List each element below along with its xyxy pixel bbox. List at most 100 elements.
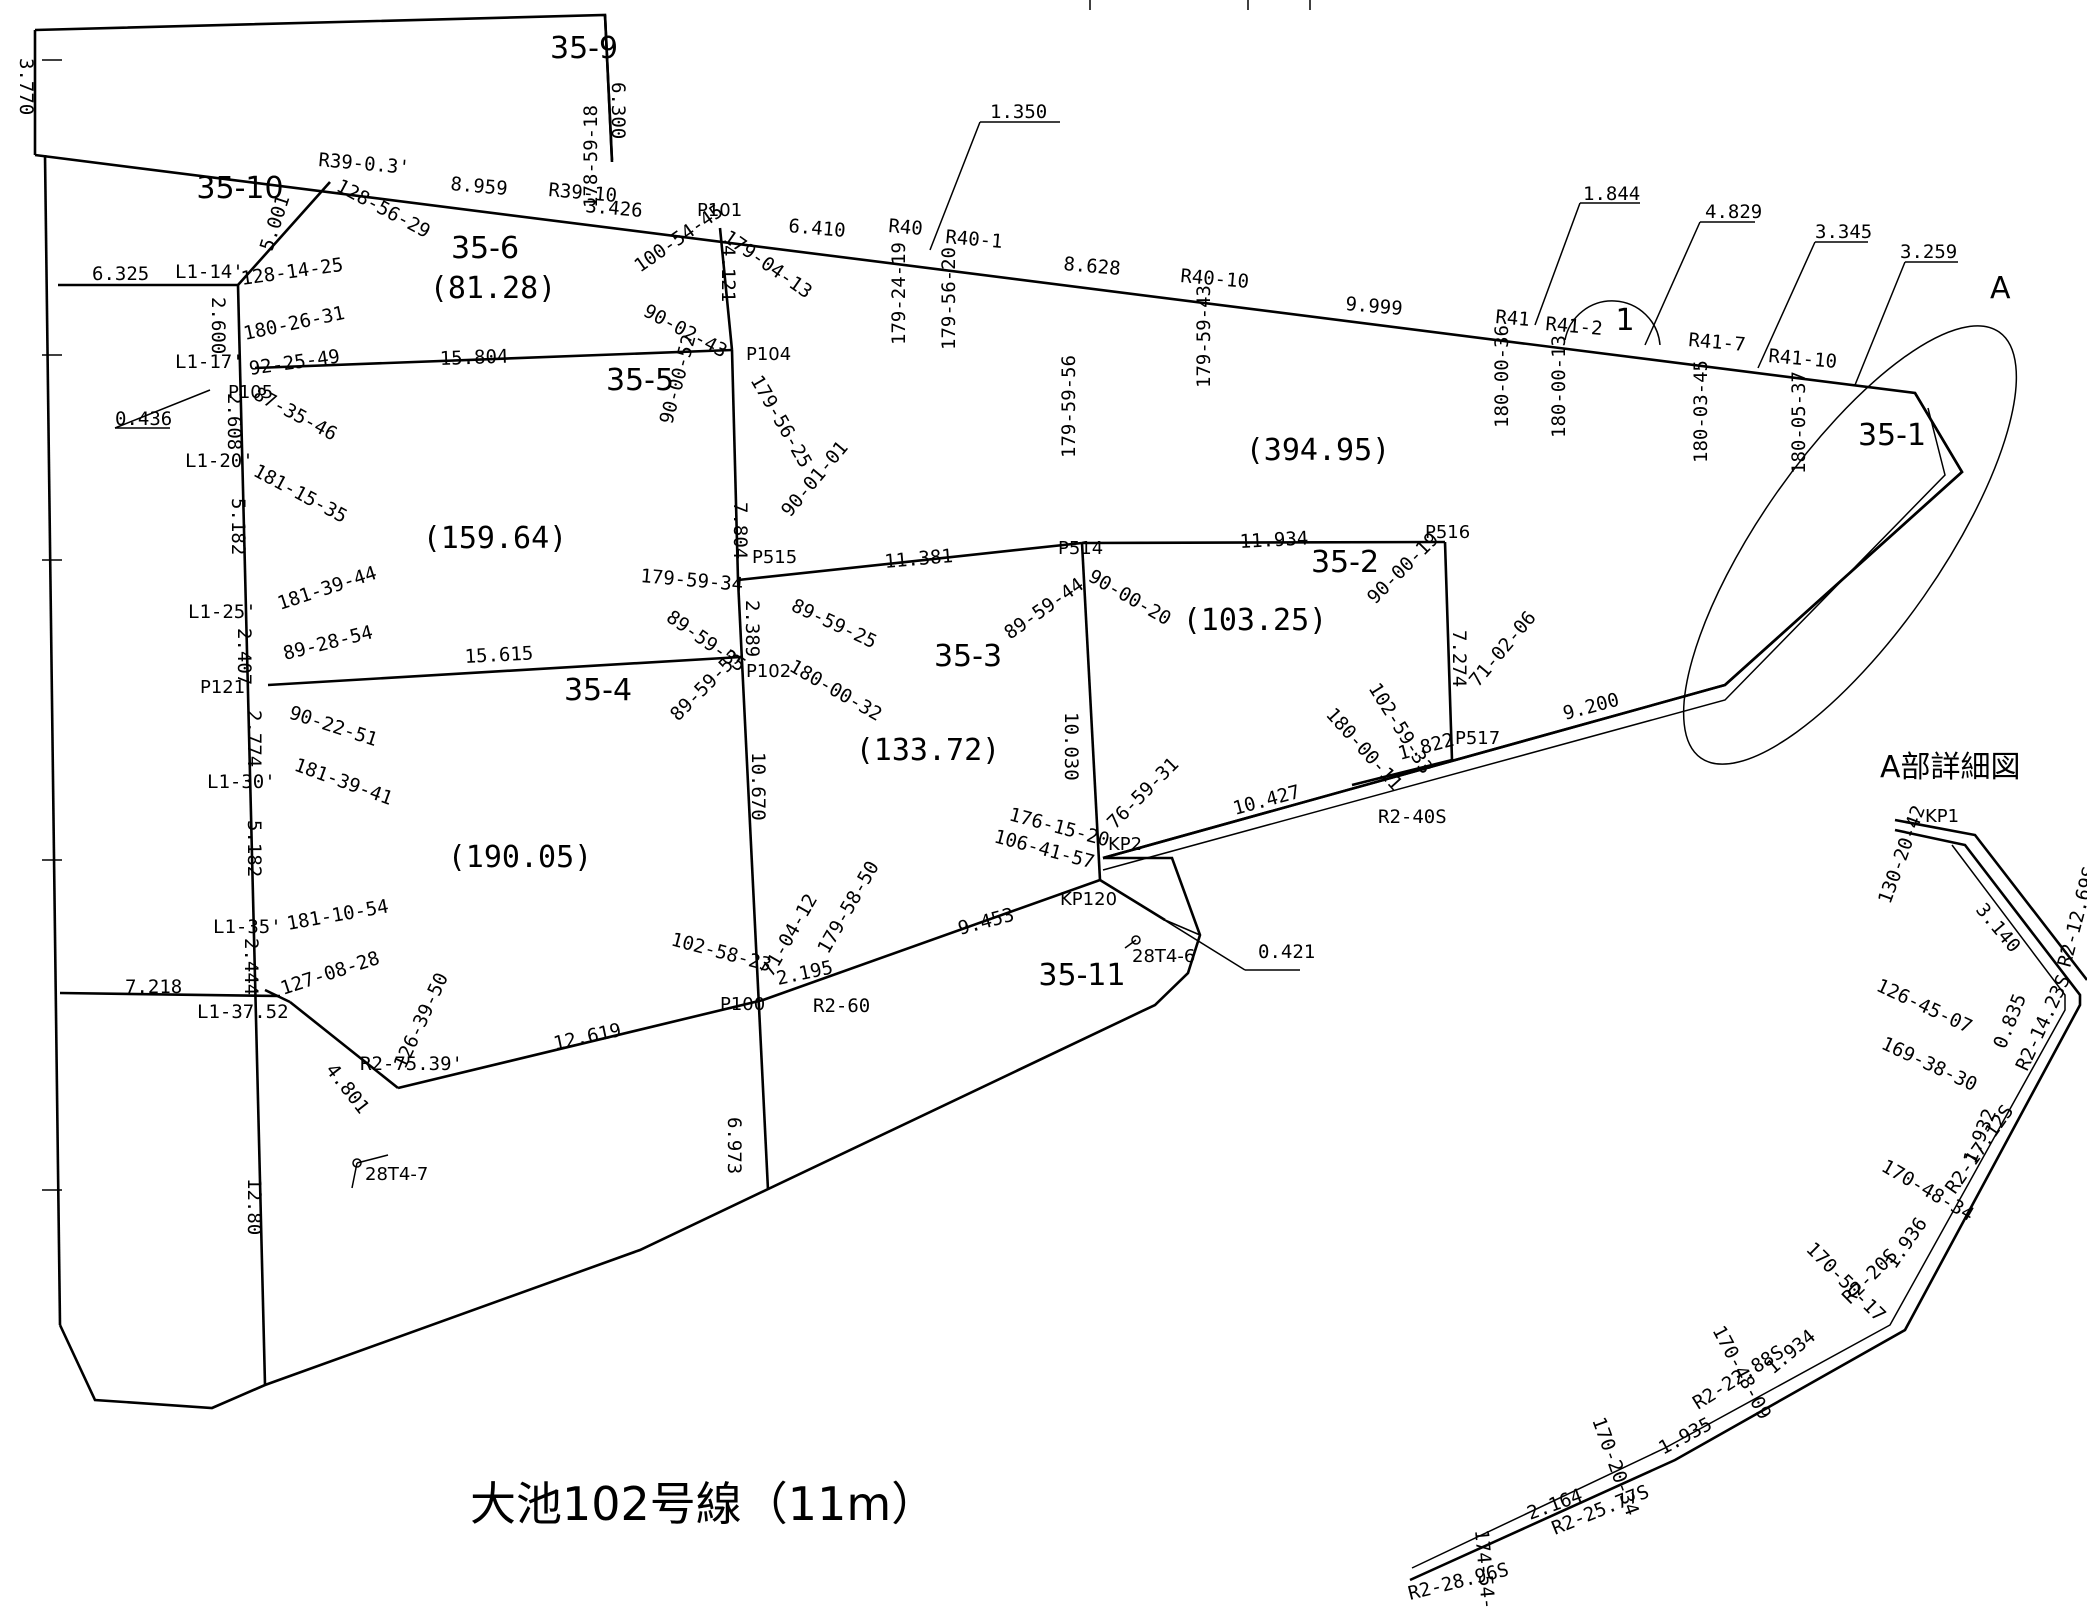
road-label: L1-25': [188, 601, 257, 623]
boundary-line: [43, 154, 62, 1326]
detail-marker-label: A: [1990, 271, 2011, 306]
boundary-line: [762, 878, 1101, 1002]
road-label: R40-1: [945, 226, 1004, 253]
boundary-line: [397, 998, 764, 1090]
boundary-line: [718, 227, 734, 351]
arc-line: [1564, 300, 1661, 346]
angle-label: 90-00-20: [1085, 565, 1175, 630]
point-label: P101: [697, 200, 742, 221]
boundary-line: [603, 14, 614, 161]
angle-label: 71-02-06: [1465, 607, 1541, 691]
boundary-line: [736, 579, 770, 1191]
angle-label: 180-26-31: [241, 302, 346, 345]
distance-label: 8.628: [1063, 253, 1122, 280]
angle-label: 181-10-54: [285, 895, 390, 935]
distance-label: 10.427: [1231, 781, 1303, 820]
parcel-label: 1: [1615, 303, 1634, 338]
leader-line: [1854, 261, 1906, 386]
angle-label: 179-59-34: [640, 565, 744, 596]
boundary-line: [254, 348, 733, 370]
road-label: L1-14': [175, 261, 244, 283]
leader-line: [929, 121, 981, 251]
angle-label: 89-59-53: [666, 645, 746, 725]
angle-label: 128-56-29: [333, 175, 434, 243]
boundary-line: [1351, 758, 1453, 787]
distance-label: 2.774: [243, 710, 265, 767]
road-curve-inner: [1102, 407, 1946, 871]
distance-label: 12.80: [243, 1178, 265, 1235]
benchmark-marker: [1131, 935, 1141, 945]
parcel-area: (103.25): [1183, 603, 1328, 638]
road-label: R41-10: [1768, 345, 1838, 373]
road-label: R41: [1495, 306, 1531, 331]
distance-label: 10.670: [747, 752, 769, 821]
distance-label: 5.182: [227, 498, 249, 555]
angle-label: 76-59-31: [1103, 753, 1183, 833]
detail-outer-line: [1894, 818, 2087, 981]
distance-label: 5.182: [243, 820, 265, 877]
angle-label: 87-35-46: [250, 383, 341, 445]
boundary-line: [730, 349, 740, 581]
distance-label: 4.121: [717, 245, 739, 302]
detail-angle-label: 126-45-07: [1873, 975, 1976, 1038]
distance-label: 11.381: [884, 545, 954, 573]
road-label: R2-40S: [1378, 806, 1447, 828]
detail-marker-ellipse: [1682, 325, 2018, 765]
distance-label: 2.608: [223, 393, 245, 450]
point-label: KP1: [1925, 806, 1959, 827]
distance-label: 2.600: [207, 297, 229, 354]
point-label: P100: [720, 994, 765, 1015]
leader-line: [1164, 919, 1201, 936]
angle-label: 181-39-44: [275, 562, 380, 615]
angle-label: 128-14-25: [240, 254, 345, 290]
distance-label: 0.436: [115, 408, 172, 430]
parcel-label: 35-1: [1858, 418, 1926, 453]
distance-label: 8.959: [450, 173, 509, 200]
distance-label: 3.426: [585, 195, 644, 222]
distance-label: 1.350: [990, 101, 1047, 123]
point-label: P514: [1058, 538, 1103, 559]
distance-label: 15.615: [464, 642, 534, 668]
distance-label: 7.274: [1448, 630, 1470, 687]
distance-label: 9.453: [956, 904, 1017, 940]
boundary-line: [1443, 541, 1454, 761]
leader-line: [356, 1154, 389, 1164]
boundary-line: [59, 991, 281, 998]
angle-label: 180-00-32: [786, 655, 886, 726]
parcel-area: (394.95): [1246, 433, 1391, 468]
distance-label: 3.345: [1815, 221, 1872, 243]
leader-line: [1124, 939, 1137, 949]
point-label: P517: [1455, 728, 1500, 749]
distance-label: 6.973: [723, 1117, 745, 1174]
road-label: R41-2: [1545, 313, 1604, 340]
angle-label: 92-25-49: [248, 345, 342, 380]
detail-curve-label: R2-12.69S: [2054, 864, 2087, 969]
distance-label: 6.410: [788, 215, 847, 242]
south-boundary: [58, 856, 1202, 1410]
distance-label: 9.999: [1345, 293, 1404, 320]
road-label: L1-37.52: [197, 1001, 289, 1023]
point-label: P104: [746, 344, 791, 365]
road-label: R41-7: [1688, 329, 1747, 356]
parcel-label: 35-4: [564, 673, 632, 708]
tick-marks: [42, 0, 1311, 1191]
road-label: L1-20': [185, 450, 254, 472]
angle-label: 179-59-56: [1058, 355, 1080, 458]
road-label: R2-75.39': [360, 1053, 463, 1075]
labels: 35-935-1035-6(81.28)35-535-435-3(133.72)…: [15, 31, 2087, 1607]
parcel-label: 35-10: [196, 171, 283, 206]
point-label: P516: [1425, 522, 1470, 543]
leader-line: [1757, 241, 1816, 369]
distance-label: 1.844: [1583, 183, 1640, 205]
parcel-label: 35-11: [1038, 958, 1125, 993]
point-label: P121: [200, 677, 245, 698]
parcel-area: (159.64): [423, 521, 568, 556]
angle-label: 89-59-44: [1000, 574, 1088, 645]
road-label: L1-30': [207, 771, 276, 793]
parcel-label: 35-9: [550, 31, 618, 66]
benchmark-marker: [352, 1158, 362, 1168]
angle-label: 89-59-25: [788, 595, 880, 654]
angle-label: 178-59-18: [580, 105, 602, 208]
detail-distance-label: 3.140: [1971, 899, 2025, 957]
